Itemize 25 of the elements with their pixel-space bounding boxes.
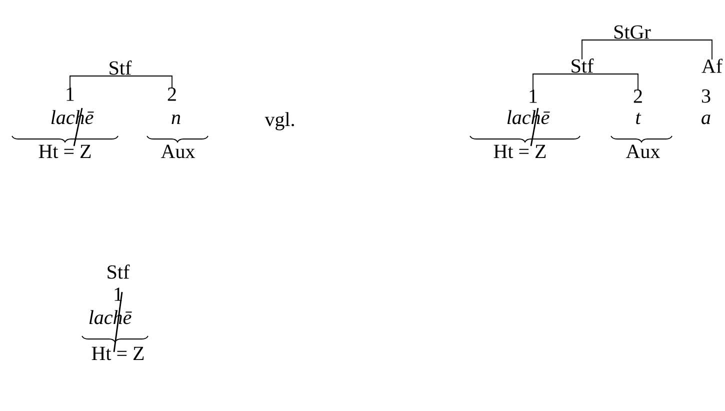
tree-branch bbox=[532, 74, 582, 91]
word-form: n bbox=[172, 114, 180, 124]
label-text: Ht = Z bbox=[494, 144, 546, 158]
tree-label: Af bbox=[702, 58, 723, 73]
tree-branch bbox=[582, 74, 638, 91]
label-text: Ht = Z bbox=[92, 346, 144, 360]
word-form: a bbox=[702, 114, 710, 124]
tree-branch bbox=[120, 76, 172, 89]
tree-branch bbox=[582, 40, 632, 60]
tree-label: 2 bbox=[168, 88, 176, 101]
label-text: vgl. bbox=[264, 112, 294, 130]
tree-label: 2 bbox=[634, 90, 642, 103]
tree-label: StGr bbox=[614, 25, 651, 39]
label-text: Ht = Z bbox=[38, 144, 91, 158]
tree-label: 1 bbox=[530, 90, 537, 103]
word-form: t bbox=[636, 112, 642, 124]
label-text: Aux bbox=[626, 144, 660, 158]
tree-label: 1 bbox=[66, 88, 74, 101]
tree-label: Stf bbox=[108, 264, 130, 279]
label-text: Aux bbox=[160, 144, 195, 158]
tree-label: Stf bbox=[110, 60, 132, 75]
tree-branch bbox=[632, 40, 712, 60]
tree-label: Stf bbox=[572, 58, 594, 73]
tree-label: 3 bbox=[702, 89, 710, 103]
tree-branch bbox=[70, 76, 120, 89]
